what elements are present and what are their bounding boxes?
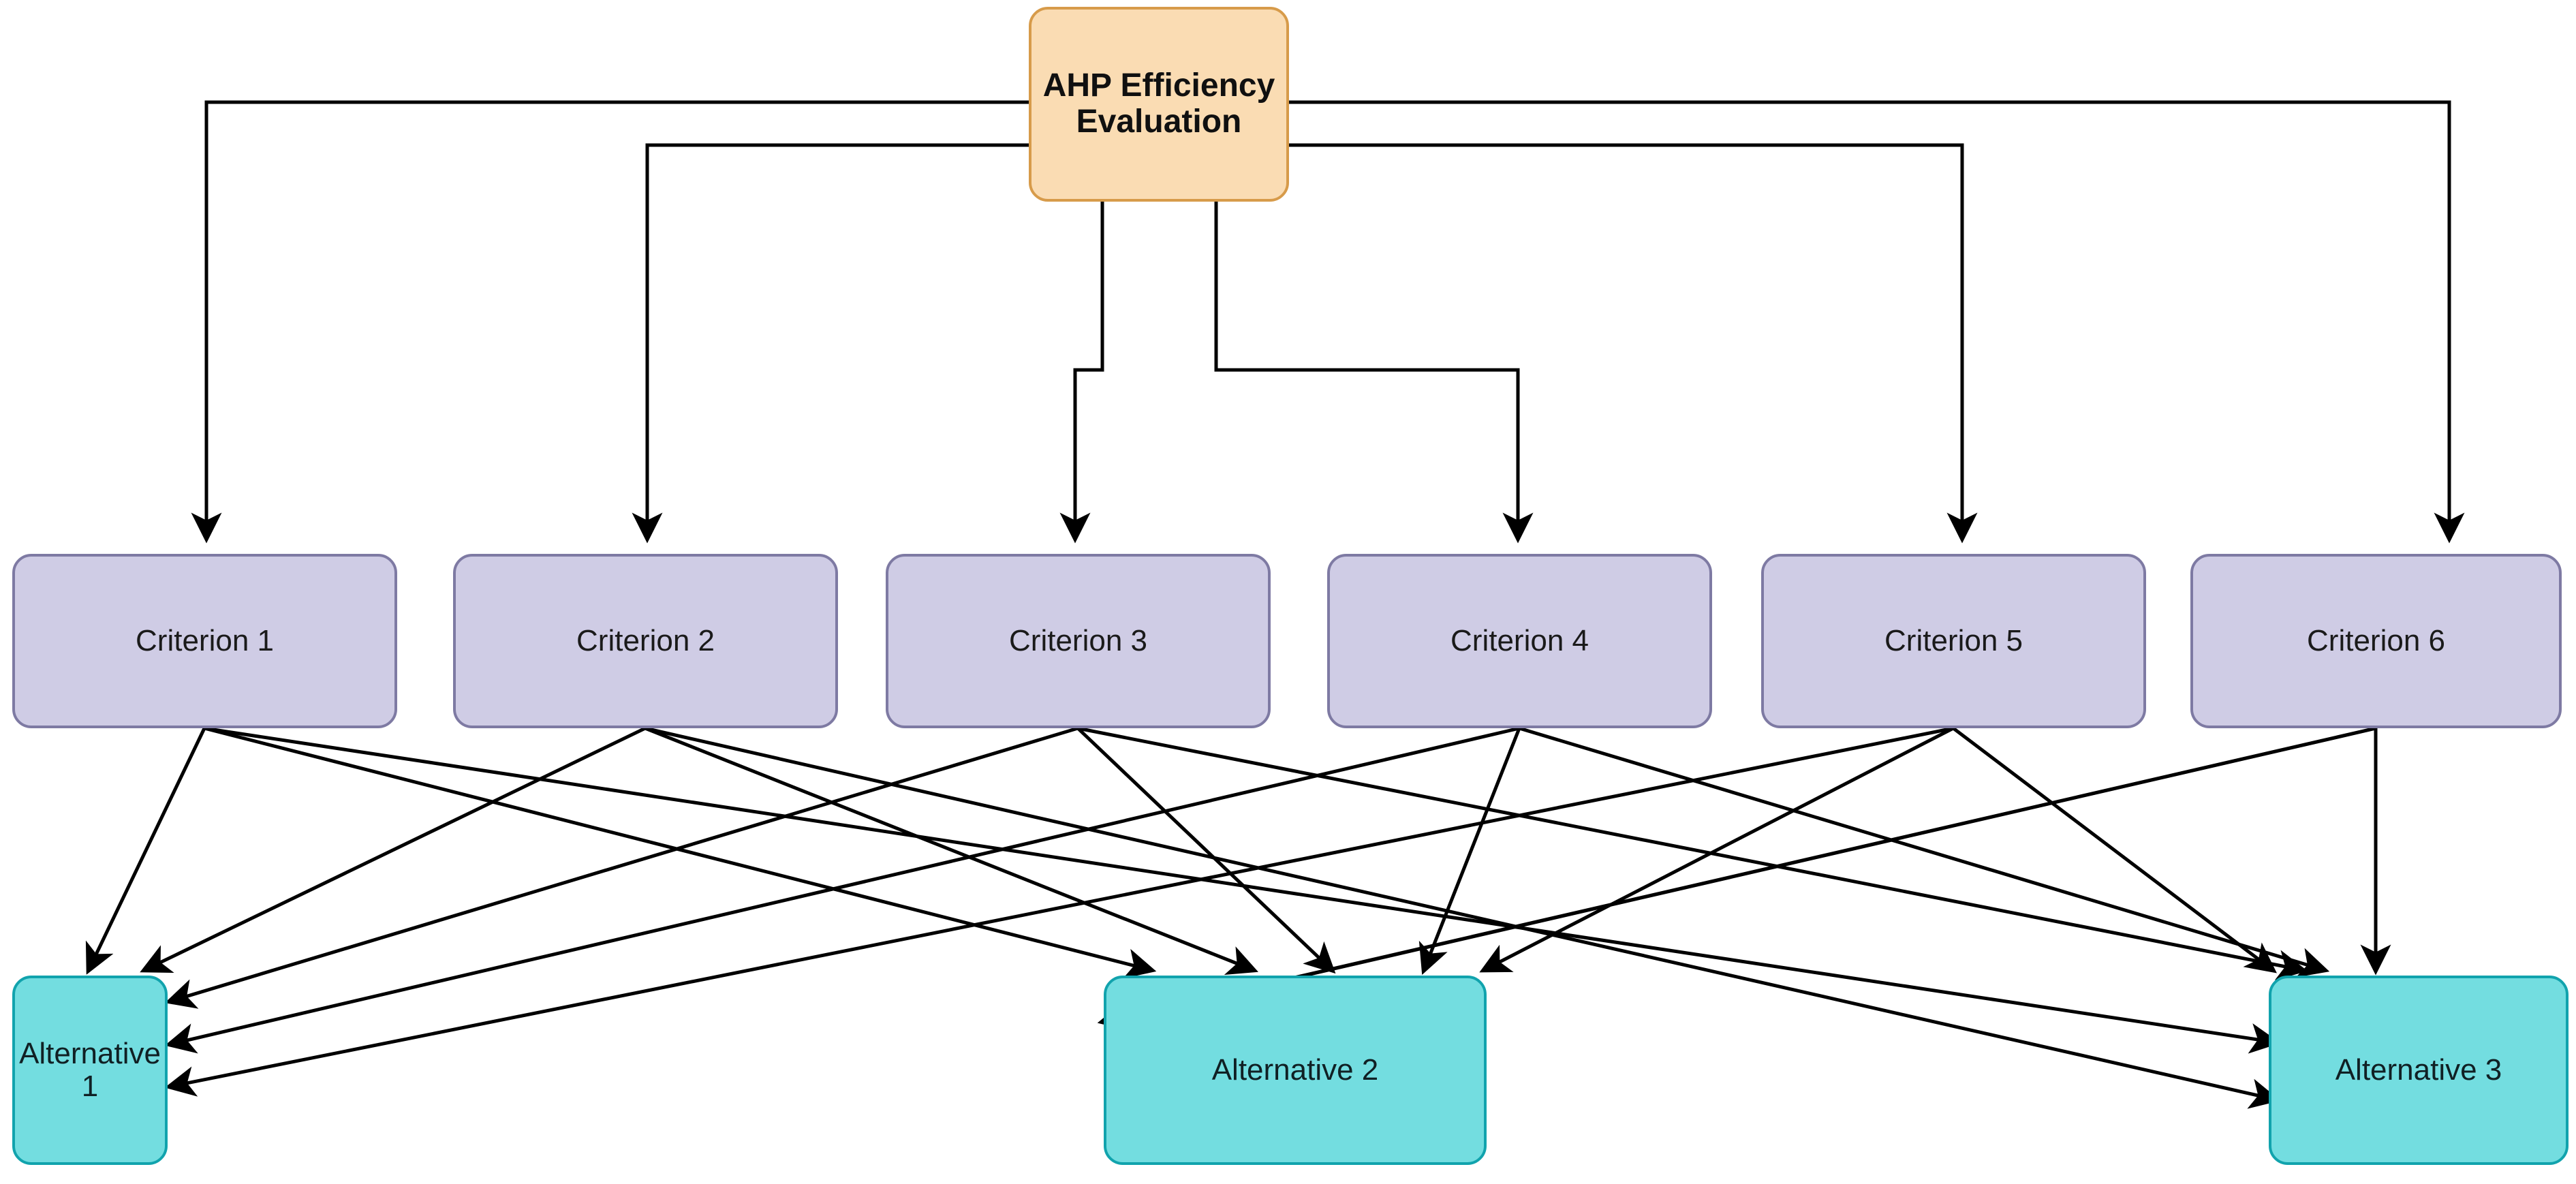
edge-c5-to-a2 — [1479, 726, 1955, 973]
edge-c2-to-a2 — [645, 726, 1258, 976]
edge-c5-to-a3 — [1952, 727, 2277, 973]
edge-goal-to-c5 — [1289, 143, 1978, 544]
goal-node[interactable]: AHP Efficiency Evaluation — [1029, 7, 1289, 202]
goal-node-label: AHP Efficiency Evaluation — [1042, 67, 1275, 140]
edge-c6-to-a2 — [1097, 726, 2376, 1031]
criterion-node-5[interactable]: Criterion 5 — [1761, 554, 2146, 728]
criterion-node-6[interactable]: Criterion 6 — [2190, 554, 2562, 728]
edge-c3-to-a1 — [164, 726, 1078, 1009]
goal-to-criteria-edges — [191, 100, 2465, 544]
edge-c2-to-a3 — [645, 726, 2281, 1109]
alternative-node-3-label: Alternative 3 — [2335, 1053, 2502, 1087]
alternative-node-1-label: Alternative 1 — [19, 1036, 161, 1103]
edge-c1-to-a3 — [204, 726, 2281, 1054]
edge-c4-to-a2 — [1418, 728, 1521, 975]
edge-c4-to-a3 — [1519, 726, 2330, 978]
criterion-node-5-label: Criterion 5 — [1884, 623, 2023, 657]
edge-goal-to-c3 — [1059, 202, 1104, 544]
criterion-node-2[interactable]: Criterion 2 — [453, 554, 838, 728]
edge-c3-to-a2 — [1076, 727, 1336, 974]
edge-c5-to-a1 — [164, 726, 1954, 1097]
edge-goal-to-c6 — [1289, 100, 2465, 544]
criteria-to-alternatives-edges — [85, 726, 2391, 1109]
edge-c1-to-a1 — [85, 727, 206, 975]
criterion-node-3[interactable]: Criterion 3 — [886, 554, 1271, 728]
alternative-node-3[interactable]: Alternative 3 — [2269, 976, 2569, 1165]
criterion-node-3-label: Criterion 3 — [1009, 623, 1147, 657]
alternative-node-1[interactable]: Alternative 1 — [12, 976, 168, 1165]
criterion-node-4[interactable]: Criterion 4 — [1327, 554, 1712, 728]
edge-c3-to-a3 — [1077, 726, 2308, 980]
edge-c2-to-a1 — [140, 726, 647, 973]
criterion-node-2-label: Criterion 2 — [576, 623, 715, 657]
criterion-node-6-label: Criterion 6 — [2307, 623, 2445, 657]
edge-goal-to-c4 — [1214, 202, 1534, 544]
criterion-node-1-label: Criterion 1 — [136, 623, 274, 657]
edge-goal-to-c2 — [632, 143, 1029, 544]
edge-goal-to-c1 — [191, 100, 1029, 544]
criterion-node-1[interactable]: Criterion 1 — [12, 554, 397, 728]
criterion-node-4-label: Criterion 4 — [1450, 623, 1589, 657]
edge-c4-to-a1 — [164, 726, 1520, 1054]
alternative-node-2-label: Alternative 2 — [1211, 1053, 1379, 1087]
alternative-node-2[interactable]: Alternative 2 — [1104, 976, 1487, 1165]
